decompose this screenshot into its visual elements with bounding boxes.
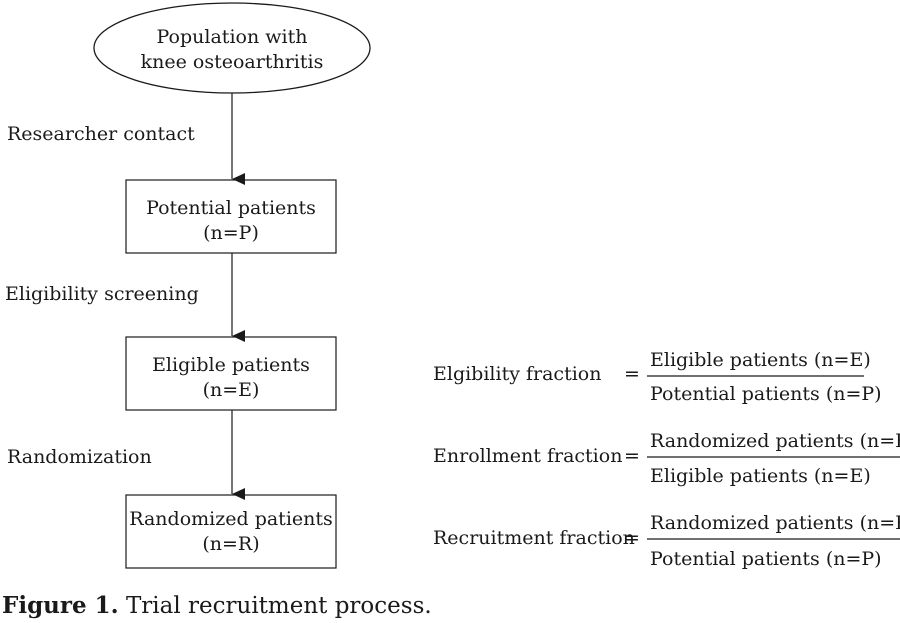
node-potential-line-2: (n=P) xyxy=(203,222,259,244)
fraction-recruitment-name: Recruitment fraction xyxy=(433,527,635,549)
figure-caption: Figure 1. Trial recruitment process. xyxy=(2,592,432,619)
node-population-line-1: Population with xyxy=(157,26,308,48)
fraction-eligibility-equals: = xyxy=(624,363,640,385)
edge-label-randomization: Randomization xyxy=(7,446,152,468)
node-eligible-line-1: Eligible patients xyxy=(152,354,310,376)
node-potential-line-1: Potential patients xyxy=(146,197,316,219)
fraction-recruitment-denominator: Potential patients (n=P) xyxy=(650,548,882,570)
node-randomized: Randomized patients (n=R) xyxy=(125,494,337,569)
fraction-enrollment-name: Enrollment fraction xyxy=(433,445,622,467)
fraction-eligibility-name: Elgibility fraction xyxy=(433,363,601,385)
figure-caption-label: Figure 1. xyxy=(2,592,119,619)
node-randomized-line-2: (n=R) xyxy=(202,533,259,555)
edge-label-eligibility-screening: Eligibility screening xyxy=(5,283,199,305)
fraction-enrollment-equals: = xyxy=(624,445,640,467)
node-eligible-line-2: (n=E) xyxy=(203,379,260,401)
fraction-eligibility: Elgibility fraction = Eligible patients … xyxy=(433,349,882,405)
fraction-enrollment-denominator: Eligible patients (n=E) xyxy=(650,465,871,487)
node-randomized-line-1: Randomized patients xyxy=(129,508,333,530)
fraction-eligibility-numerator: Eligible patients (n=E) xyxy=(650,349,871,371)
fraction-enrollment-numerator: Randomized patients (n=R) xyxy=(650,430,900,452)
edge-label-researcher-contact: Researcher contact xyxy=(7,123,195,145)
node-potential: Potential patients (n=P) xyxy=(125,179,337,254)
fraction-recruitment: Recruitment fraction = Randomized patien… xyxy=(433,512,900,570)
fraction-enrollment: Enrollment fraction = Randomized patient… xyxy=(433,430,900,487)
node-eligible: Eligible patients (n=E) xyxy=(125,336,337,411)
figure-caption-text: Trial recruitment process. xyxy=(118,593,432,619)
fraction-recruitment-equals: = xyxy=(624,527,640,549)
node-population-line-2: knee osteoarthritis xyxy=(141,51,324,73)
fraction-eligibility-denominator: Potential patients (n=P) xyxy=(650,383,882,405)
node-population: Population with knee osteoarthritis xyxy=(93,2,371,94)
fraction-recruitment-numerator: Randomized patients (n=R) xyxy=(650,512,900,534)
